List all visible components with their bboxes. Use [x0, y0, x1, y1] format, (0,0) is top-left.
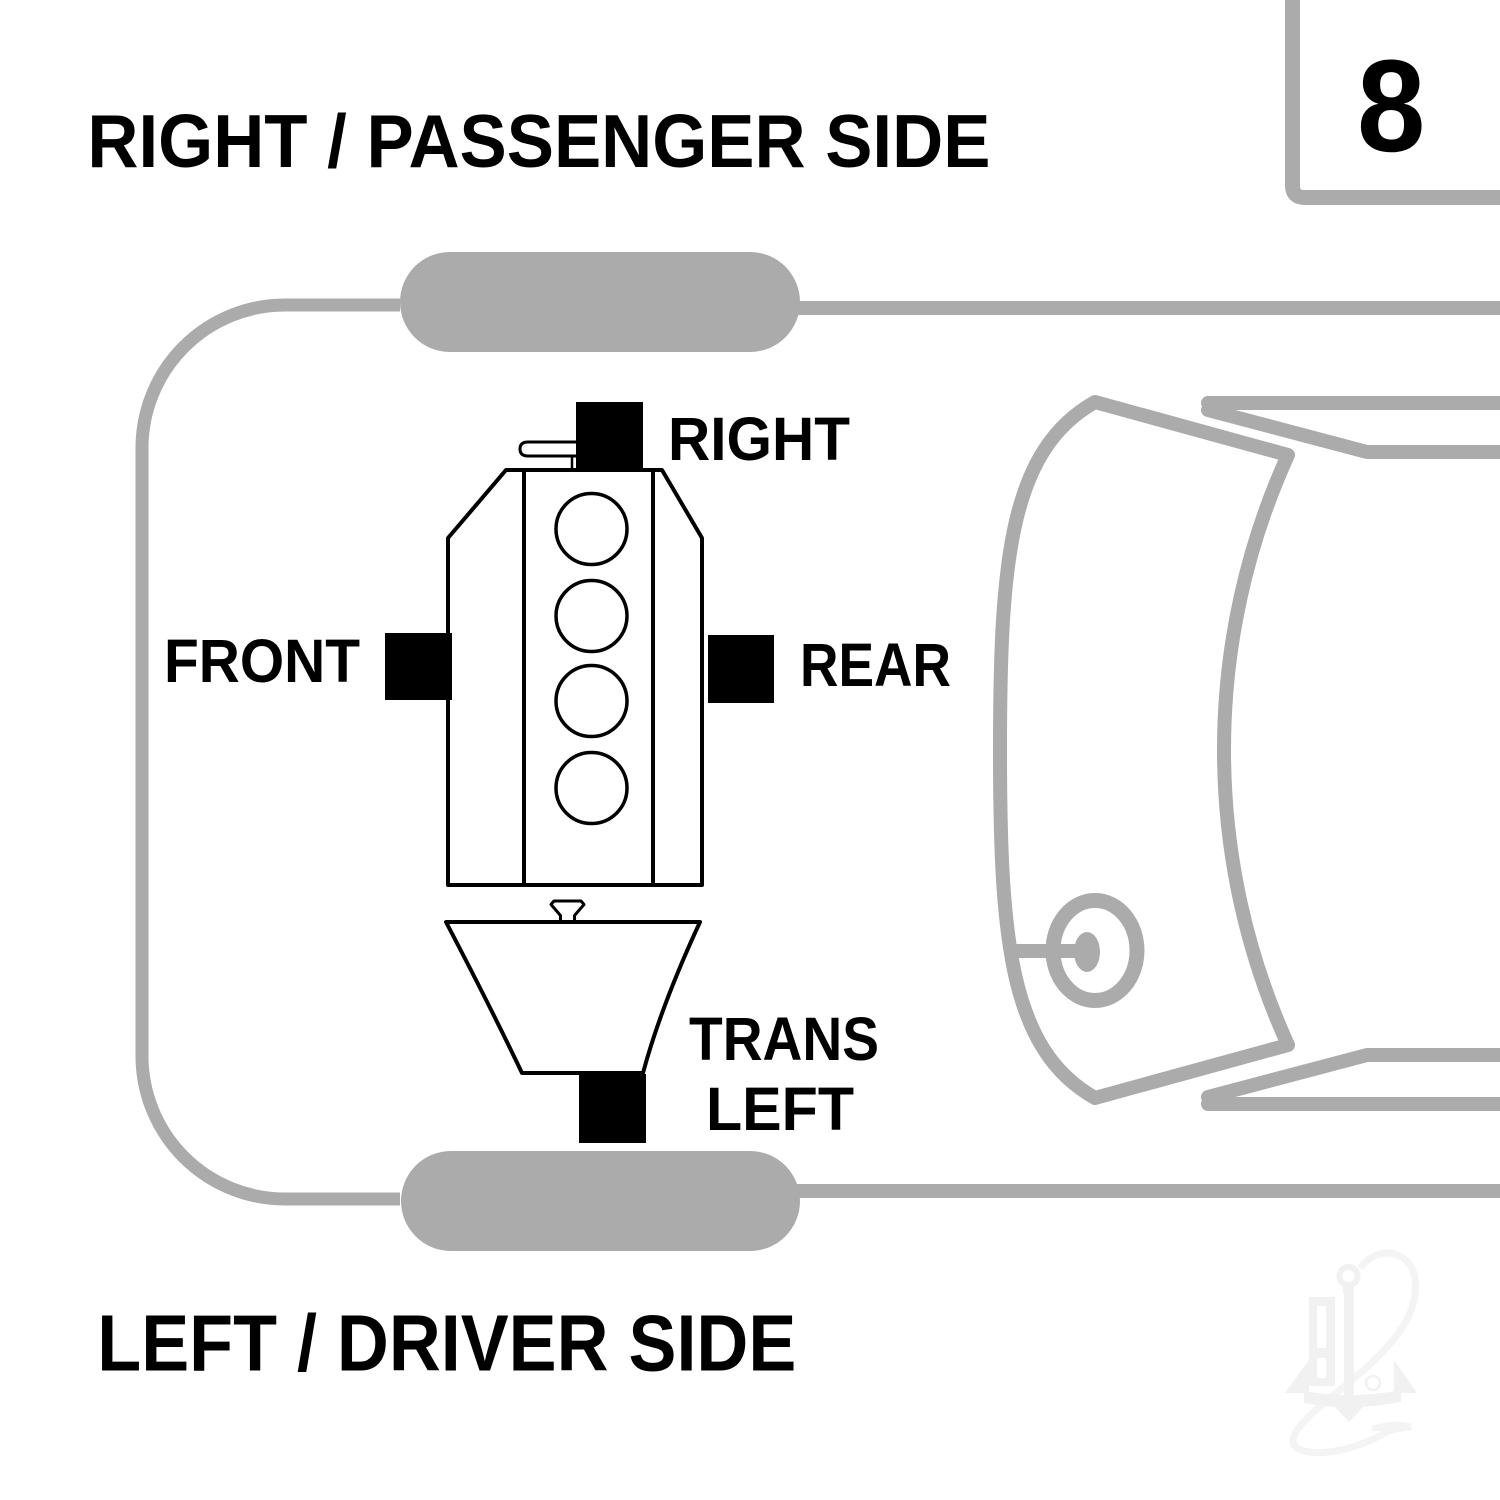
- svg-text:8: 8: [1357, 32, 1425, 179]
- svg-text:REAR: REAR: [800, 631, 951, 699]
- svg-text:FRONT: FRONT: [164, 627, 360, 695]
- svg-text:LEFT / DRIVER SIDE: LEFT / DRIVER SIDE: [97, 1299, 796, 1388]
- svg-text:TRANS: TRANS: [689, 1005, 879, 1073]
- svg-text:RIGHT / PASSENGER SIDE: RIGHT / PASSENGER SIDE: [87, 99, 990, 183]
- svg-text:LEFT: LEFT: [706, 1075, 854, 1143]
- svg-text:RIGHT: RIGHT: [668, 405, 850, 473]
